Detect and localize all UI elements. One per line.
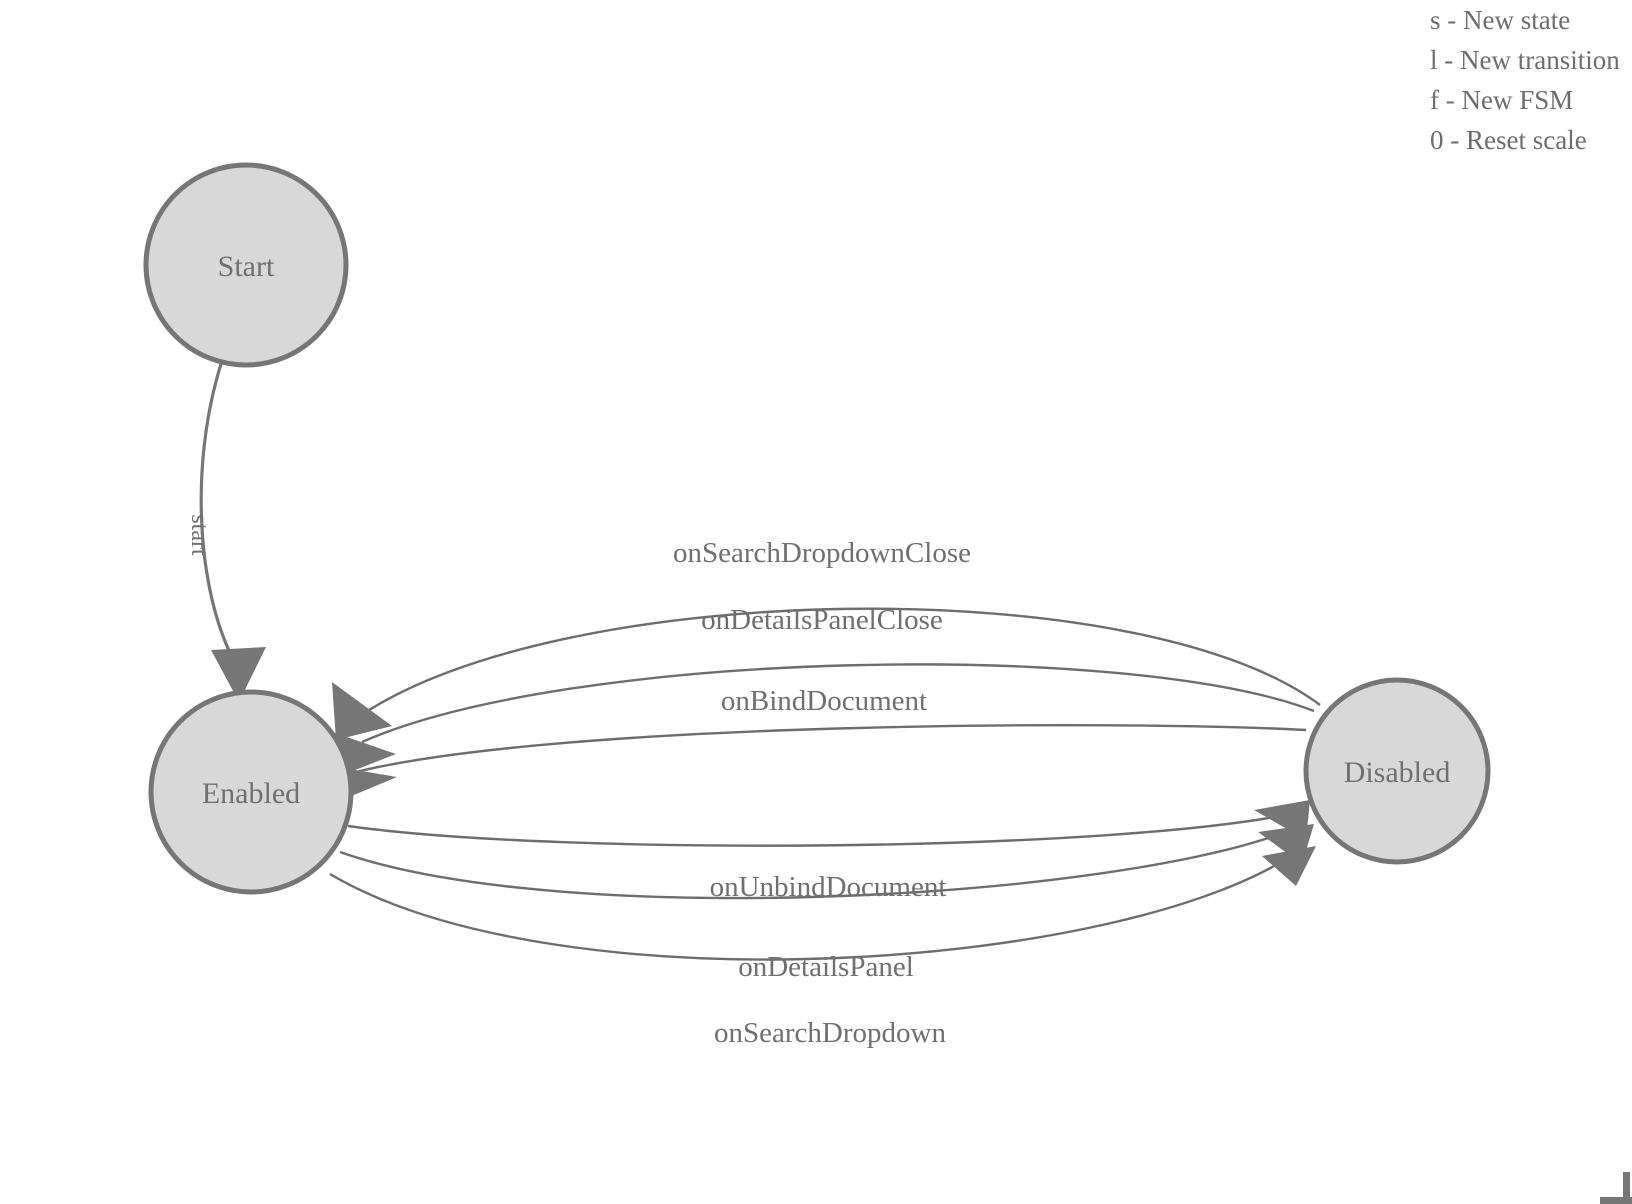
node-start-label: Start	[218, 250, 275, 283]
edge-label-onDetailsPanel[interactable]: onDetailsPanel	[738, 951, 914, 983]
edge-label-onBindDocument[interactable]: onBindDocument	[721, 685, 927, 717]
edge-path-onDetailsPanelClose[interactable]	[361, 663, 1315, 744]
edge-path-onSearchDropdownClose[interactable]	[359, 607, 1321, 717]
node-enabled[interactable]: Enabled	[148, 689, 354, 895]
arrowhead-onDetailsPanelClose	[335, 733, 396, 776]
node-disabled-label: Disabled	[1344, 756, 1451, 789]
edge-label-onDetailsPanelClose[interactable]: onDetailsPanelClose	[701, 604, 943, 636]
edge-group-enabled-to-disabled	[329, 800, 1316, 961]
resize-corner-handle[interactable]	[1560, 1150, 1632, 1204]
edge-path-onUnbindDocument[interactable]	[347, 810, 1301, 847]
arrowhead-onSearchDropdown	[1262, 846, 1316, 886]
node-start-circle[interactable]	[143, 162, 349, 368]
edge-path-onSearchDropdown[interactable]	[329, 849, 1301, 961]
node-enabled-circle[interactable]	[148, 689, 354, 895]
node-start[interactable]: Start	[143, 162, 349, 368]
node-enabled-label: Enabled	[202, 777, 300, 810]
corner-horizontal-bar	[1600, 1197, 1632, 1204]
node-disabled-circle[interactable]	[1303, 677, 1491, 865]
edge-group-start-to-enabled	[199, 363, 266, 702]
edge-group-disabled-to-enabled	[332, 607, 1321, 800]
edge-label-start[interactable]: start	[186, 514, 212, 556]
arrowhead-onSearchDropdownClose	[332, 682, 392, 740]
node-disabled[interactable]: Disabled	[1303, 677, 1491, 865]
corner-vertical-bar	[1623, 1172, 1630, 1204]
arrowhead-start	[211, 647, 266, 702]
edge-path-start[interactable]	[199, 363, 240, 669]
edge-path-onBindDocument[interactable]	[355, 724, 1307, 774]
edge-label-onUnbindDocument[interactable]: onUnbindDocument	[710, 871, 947, 903]
edge-path-onDetailsPanel[interactable]	[339, 826, 1297, 900]
edge-label-group: start onSearchDropdownClose onDetailsPan…	[186, 514, 971, 1049]
edge-label-onSearchDropdownClose[interactable]: onSearchDropdownClose	[673, 537, 971, 569]
edge-label-onSearchDropdown[interactable]: onSearchDropdown	[714, 1017, 946, 1049]
